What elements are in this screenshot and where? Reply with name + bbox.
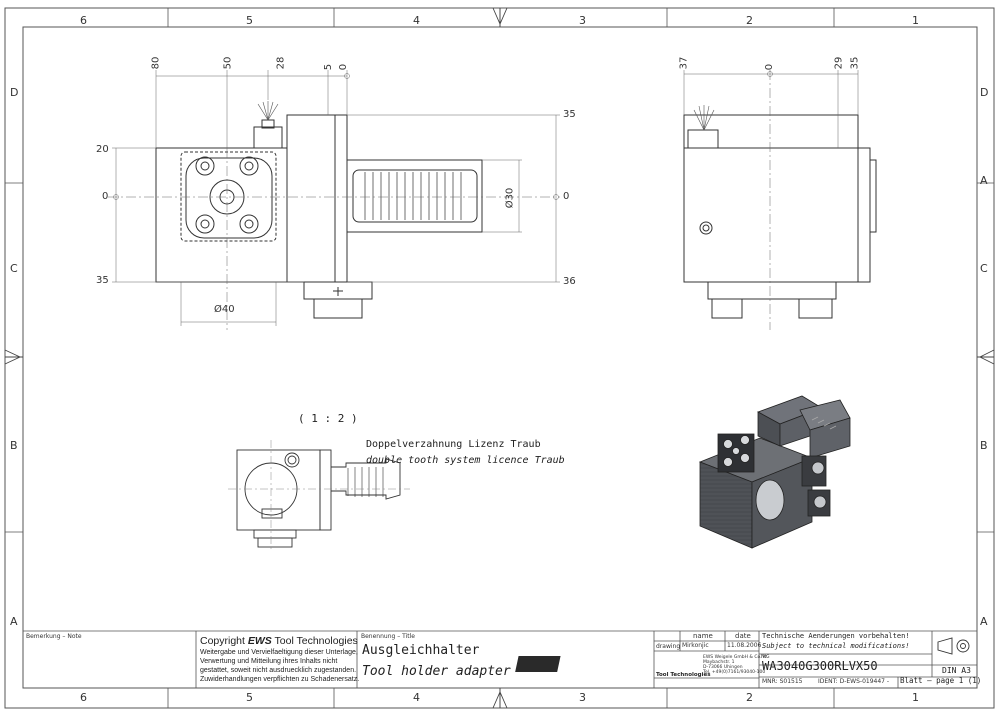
zone-label-bottom: 3 bbox=[579, 691, 586, 704]
dimension-label: Ø40 bbox=[214, 304, 235, 315]
copyright-title: Copyright EWS Tool Technologies bbox=[200, 636, 358, 647]
company-line: D-73066 Uhingen bbox=[703, 665, 743, 670]
dimension-label: 29 bbox=[833, 56, 845, 70]
side-coolant-spray-icon bbox=[693, 105, 715, 131]
row-drawing: drawing bbox=[656, 643, 681, 650]
dimension-label: 36 bbox=[563, 276, 576, 287]
detail-center-lines bbox=[228, 440, 410, 552]
mnr: MNR: S01515 bbox=[762, 678, 803, 685]
zone-label-left: B bbox=[10, 439, 18, 452]
sheet-page: Blatt – page 1 (1) bbox=[900, 676, 982, 685]
drawn-by: Mirkonjic bbox=[682, 642, 709, 649]
dimension-label: 37 bbox=[678, 56, 690, 70]
isometric-render bbox=[698, 395, 851, 549]
ews-logo-text: EWS bbox=[660, 656, 696, 671]
dimension-label: 50 bbox=[222, 56, 234, 70]
front-dimension-lines bbox=[108, 70, 560, 330]
front-view bbox=[155, 114, 483, 319]
zone-label-right: A bbox=[980, 174, 988, 187]
coolant-spray-icon bbox=[257, 101, 279, 121]
notice-english: Subject to technical modifications! bbox=[762, 642, 910, 650]
ident-number: IDENT: D-EWS-019447 - bbox=[818, 678, 890, 685]
zone-label-bottom: 6 bbox=[80, 691, 87, 704]
dimension-label: 35 bbox=[96, 275, 109, 286]
zone-label-top: 1 bbox=[912, 14, 919, 27]
zone-ticks bbox=[5, 8, 994, 708]
dimension-label: 0 bbox=[563, 191, 570, 202]
copyright-line: Zuwiderhandlungen verpflichten zu Schade… bbox=[200, 676, 360, 683]
company-line: Maybachstr. 1 bbox=[703, 660, 735, 665]
ews-logo bbox=[515, 656, 561, 672]
title-german: Ausgleichhalter bbox=[362, 643, 480, 658]
zone-label-top: 4 bbox=[413, 14, 420, 27]
copyright-line: Weitergabe und Vervielfaeltigung dieser … bbox=[200, 649, 358, 656]
column-name: name bbox=[693, 632, 713, 640]
inner-frame bbox=[22, 26, 978, 689]
projection-symbol-icon bbox=[937, 637, 970, 655]
company-line: EWS Weigele GmbH & Co. KG bbox=[703, 655, 770, 660]
copyright-brand: EWS bbox=[247, 635, 272, 647]
dimension-label: 0 bbox=[338, 63, 350, 71]
title-label: Benennung – Title bbox=[361, 633, 415, 640]
dimension-label: 35 bbox=[849, 56, 861, 70]
dimension-label: 35 bbox=[563, 109, 576, 120]
title-english: Tool holder adapter bbox=[362, 664, 511, 679]
dimension-label: 0 bbox=[764, 63, 776, 71]
side-view bbox=[683, 114, 877, 319]
zone-label-bottom: 4 bbox=[413, 691, 420, 704]
zone-label-top: 6 bbox=[80, 14, 87, 27]
notice-german: Technische Aenderungen vorbehalten! bbox=[762, 632, 910, 640]
zone-label-right: A bbox=[980, 615, 988, 628]
dimension-label: 28 bbox=[275, 56, 287, 70]
dimension-label: 20 bbox=[96, 144, 109, 155]
zone-label-top: 5 bbox=[246, 14, 253, 27]
dimension-label: 5 bbox=[323, 63, 335, 71]
drawn-date: 11.08.2006 bbox=[727, 642, 762, 649]
zone-label-top: 2 bbox=[746, 14, 753, 27]
detail-note-de: Doppelverzahnung Lizenz Traub bbox=[366, 439, 541, 450]
copyright-prefix: Copyright bbox=[200, 635, 248, 647]
paper-format: DIN A3 bbox=[942, 666, 971, 675]
side-dimension-lines bbox=[683, 70, 859, 330]
zone-label-right: B bbox=[980, 439, 988, 452]
copyright-line: gestattet, soweit nicht ausdruecklich zu… bbox=[200, 667, 357, 674]
zone-label-bottom: 2 bbox=[746, 691, 753, 704]
zone-label-bottom: 1 bbox=[912, 691, 919, 704]
title-block-lines bbox=[23, 630, 977, 688]
column-date: date bbox=[735, 632, 751, 640]
dimension-label: 80 bbox=[150, 56, 162, 70]
zone-label-right: D bbox=[980, 86, 989, 99]
centering-marks bbox=[4, 7, 995, 709]
company-line: Tel. +49(0)7161/93040-100 bbox=[703, 670, 766, 675]
detail-note-en: double tooth system licence Traub bbox=[366, 455, 565, 466]
outer-frame bbox=[4, 7, 995, 709]
zone-label-left: A bbox=[10, 615, 18, 628]
zone-label-top: 3 bbox=[579, 14, 586, 27]
copyright-suffix: Tool Technologies bbox=[271, 635, 358, 647]
nr-label: Nr. bbox=[761, 654, 768, 660]
zone-label-left: D bbox=[10, 86, 19, 99]
zone-label-bottom: 5 bbox=[246, 691, 253, 704]
ews-logo-sub: Tool Technologies bbox=[656, 672, 711, 678]
remark-label: Bemerkung – Note bbox=[26, 633, 82, 640]
part-number: WA3040G300RLVX50 bbox=[762, 659, 878, 673]
zone-label-right: C bbox=[980, 262, 988, 275]
copyright-line: Verwertung und Mitteilung ihres Inhalts … bbox=[200, 658, 338, 665]
zone-label-left: C bbox=[10, 262, 18, 275]
detail-scale: ( 1 : 2 ) bbox=[298, 412, 358, 425]
dimension-label: Ø30 bbox=[504, 187, 516, 209]
dimension-label: 0 bbox=[102, 191, 109, 202]
